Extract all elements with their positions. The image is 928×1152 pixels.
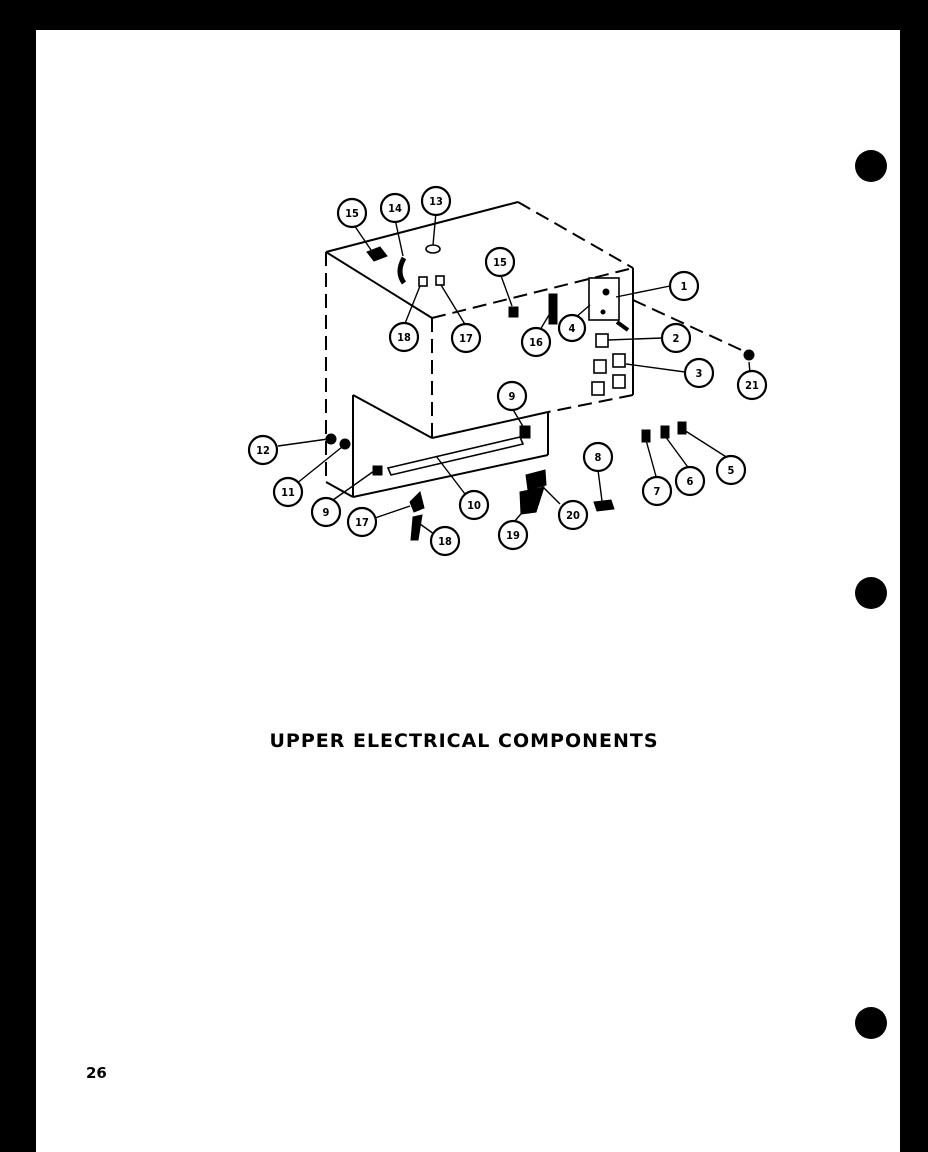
- callout-9-lower: 9: [310, 496, 342, 528]
- svg-text:21: 21: [745, 379, 759, 392]
- callout-16: 16: [520, 326, 552, 358]
- callout-4: 4: [557, 313, 587, 343]
- punch-hole-bottom: [855, 1007, 887, 1039]
- punch-hole-top: [855, 150, 887, 182]
- callout-15-right: 15: [484, 246, 516, 278]
- svg-text:4: 4: [569, 322, 576, 335]
- svg-text:13: 13: [429, 195, 443, 208]
- callout-15-left: 15: [336, 197, 368, 229]
- callout-12: 12: [247, 434, 279, 466]
- cabinet-outline: [325, 201, 751, 498]
- svg-text:6: 6: [687, 475, 694, 488]
- svg-text:15: 15: [493, 256, 507, 269]
- callout-2: 2: [660, 322, 692, 354]
- svg-text:17: 17: [459, 332, 473, 345]
- callout-13: 13: [420, 185, 452, 217]
- callout-17-lower: 17: [346, 506, 378, 538]
- svg-text:10: 10: [467, 499, 481, 512]
- punch-hole-middle: [855, 577, 887, 609]
- callout-7: 7: [641, 475, 673, 507]
- callout-8: 8: [582, 441, 614, 473]
- callout-5: 5: [715, 454, 747, 486]
- leader-lines: [277, 211, 751, 535]
- svg-text:12: 12: [256, 444, 270, 457]
- diagram-caption: UPPER ELECTRICAL COMPONENTS: [269, 730, 659, 752]
- svg-text:16: 16: [529, 336, 543, 349]
- svg-text:17: 17: [355, 516, 369, 529]
- callout-10: 10: [458, 489, 490, 521]
- callout-17-upper: 17: [450, 322, 482, 354]
- callout-3: 3: [683, 357, 715, 389]
- svg-text:8: 8: [595, 451, 602, 464]
- callout-19: 19: [497, 519, 529, 551]
- callout-11: 11: [272, 476, 304, 508]
- callout-21: 21: [736, 369, 768, 401]
- callout-14: 14: [379, 192, 411, 224]
- callout-1: 1: [668, 270, 700, 302]
- svg-text:5: 5: [728, 464, 735, 477]
- callout-18-upper: 18: [388, 321, 420, 353]
- callout-9-upper: 9: [496, 380, 528, 412]
- paper-sheet: [36, 30, 900, 1152]
- svg-text:20: 20: [566, 509, 580, 522]
- parts: [325, 244, 755, 541]
- svg-text:15: 15: [345, 207, 359, 220]
- svg-text:11: 11: [281, 486, 295, 499]
- svg-text:18: 18: [438, 535, 452, 548]
- svg-text:19: 19: [506, 529, 520, 542]
- svg-text:2: 2: [673, 332, 680, 345]
- callout-6: 6: [674, 465, 706, 497]
- svg-text:18: 18: [397, 331, 411, 344]
- callout-18-lower: 18: [429, 525, 461, 557]
- svg-text:9: 9: [509, 390, 516, 403]
- page-number: 26: [86, 1064, 107, 1082]
- svg-text:3: 3: [696, 367, 703, 380]
- svg-text:14: 14: [388, 202, 402, 215]
- svg-text:7: 7: [654, 485, 661, 498]
- svg-text:1: 1: [681, 280, 688, 293]
- callout-20: 20: [557, 499, 589, 531]
- svg-text:9: 9: [323, 506, 330, 519]
